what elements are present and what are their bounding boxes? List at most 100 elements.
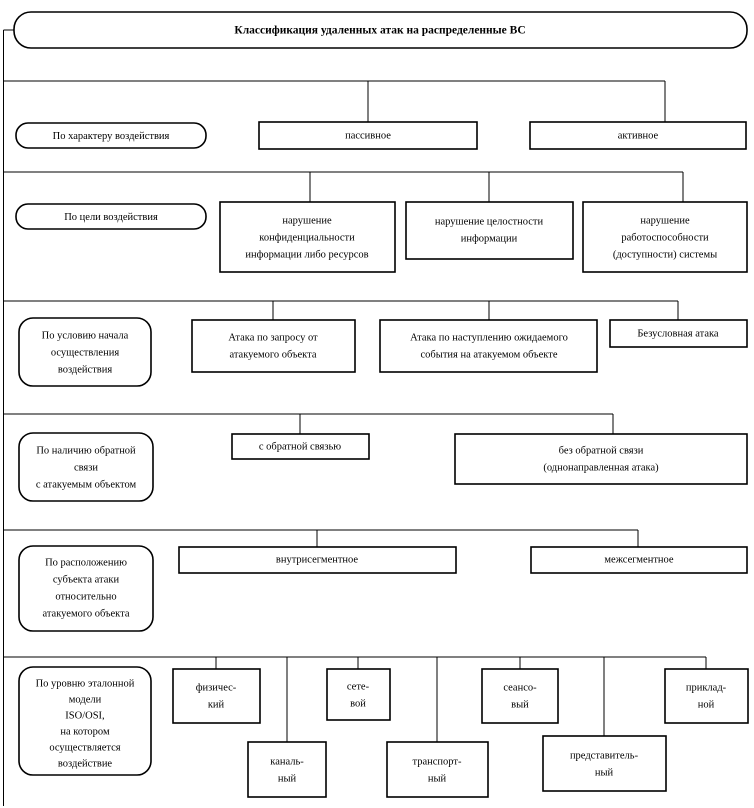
label-feedback: По наличию обратной связи с атакуемым об… [18, 432, 154, 502]
node-physical-layer: физичес- кий [172, 668, 261, 724]
label-osi-level-line-6: воздействие [58, 758, 113, 769]
node-physical-layer-box [172, 668, 261, 724]
section-character: По характеру воздействия пассивное актив… [3, 80, 747, 150]
node-integrity-line-1: нарушение целостности [435, 216, 544, 227]
node-without-feedback-box [454, 433, 748, 485]
title-box [13, 11, 748, 49]
node-confidentiality: нарушение конфиденциальности информации … [219, 201, 396, 273]
node-availability-line-2: работоспособности [621, 232, 709, 243]
label-character: По характеру воздействия [15, 122, 207, 149]
node-intersegment: межсегментное [530, 546, 748, 574]
node-presentation-layer-line-1: представитель- [570, 750, 639, 761]
node-datalink-layer: каналь- ный [247, 741, 327, 798]
node-confidentiality-line-1: нарушение [282, 215, 332, 226]
node-application-layer-box [664, 668, 749, 724]
node-confidentiality-box [219, 201, 396, 273]
label-feedback-line-3: с атакуемым объектом [36, 479, 137, 490]
label-osi-level-line-5: осуществляется [49, 742, 120, 753]
label-start-condition-line-2: осуществления [51, 347, 119, 358]
node-intersegment-box [530, 546, 748, 574]
label-osi-level-line-1: По уровню эталонной [36, 678, 135, 689]
node-network-layer-box [326, 668, 391, 721]
node-unconditional-attack-box [609, 319, 748, 348]
label-feedback-line-2: связи [74, 462, 98, 473]
node-network-layer-line-2: вой [350, 698, 366, 709]
node-session-layer-line-2: вый [511, 699, 529, 710]
node-application-layer-line-2: ной [698, 699, 715, 710]
label-start-condition-box [18, 317, 152, 387]
node-session-layer-box [481, 668, 559, 724]
label-osi-level-line-4: на котором [60, 726, 110, 737]
label-goal-text: По цели воздействия [64, 212, 158, 223]
node-network-layer-line-1: сете- [347, 681, 370, 692]
node-intrasegment-text: внутрисегментное [276, 554, 359, 565]
label-start-condition: По условию начала осуществления воздейст… [18, 317, 152, 387]
label-subject-location-line-2: субъекта атаки [53, 574, 120, 585]
node-intrasegment-box [178, 546, 457, 574]
node-transport-layer-box [386, 741, 489, 798]
label-osi-level-line-2: модели [69, 694, 102, 705]
node-attack-on-event-box [379, 319, 598, 373]
node-presentation-layer-line-2: ный [595, 767, 614, 778]
node-physical-layer-line-1: физичес- [196, 682, 237, 693]
node-unconditional-attack: Безусловная атака [609, 319, 748, 348]
label-subject-location-box [18, 545, 154, 632]
section-subject-location: По расположению субъекта атаки относител… [3, 529, 748, 632]
label-start-condition-line-1: По условию начала [42, 330, 129, 341]
label-subject-location-line-4: атакуемого объекта [42, 608, 129, 619]
node-session-layer: сеансо- вый [481, 668, 559, 724]
node-attack-on-request-line-2: атакуемого объекта [229, 349, 316, 360]
title-text: Классификация удаленных атак на распреде… [234, 25, 525, 37]
node-active-box [529, 121, 747, 150]
node-passive-text: пассивное [345, 130, 391, 141]
node-confidentiality-line-3: информации либо ресурсов [245, 249, 368, 260]
node-integrity: нарушение целостности информации [405, 201, 574, 260]
label-subject-location-line-1: По расположению [45, 557, 127, 568]
node-active: активное [529, 121, 747, 150]
node-datalink-layer-line-1: каналь- [270, 756, 304, 767]
node-application-layer-line-1: приклад- [686, 682, 727, 693]
node-attack-on-event-line-2: события на атакуемом объекте [421, 349, 558, 360]
label-subject-location-line-3: относительно [55, 591, 116, 602]
node-presentation-layer-box [542, 735, 667, 792]
node-confidentiality-line-2: конфиденциальности [259, 232, 355, 243]
label-character-box [15, 122, 207, 149]
node-availability-line-1: нарушение [640, 215, 690, 226]
node-with-feedback-box [231, 433, 370, 460]
label-subject-location: По расположению субъекта атаки относител… [18, 545, 154, 632]
label-goal: По цели воздействия [15, 203, 207, 230]
title-node: Классификация удаленных атак на распреде… [3, 11, 748, 49]
node-availability: нарушение работоспособности (доступности… [582, 201, 748, 273]
label-osi-level-line-3: ISO/OSI, [65, 710, 104, 721]
node-active-text: активное [618, 130, 659, 141]
node-passive: пассивное [258, 121, 478, 150]
node-session-layer-line-1: сеансо- [503, 682, 537, 693]
node-integrity-line-2: информации [461, 233, 518, 244]
node-transport-layer-line-2: ный [428, 773, 447, 784]
section-feedback: По наличию обратной связи с атакуемым об… [3, 413, 748, 502]
label-feedback-line-1: По наличию обратной [36, 445, 136, 456]
node-attack-on-request-box [191, 319, 356, 373]
node-datalink-layer-box [247, 741, 327, 798]
node-attack-on-event: Атака по наступлению ожидаемого события … [379, 319, 598, 373]
label-osi-level-box [18, 666, 152, 776]
label-goal-box [15, 203, 207, 230]
node-without-feedback-line-1: без обратной связи [559, 445, 644, 456]
node-datalink-layer-line-2: ный [278, 773, 297, 784]
node-availability-box [582, 201, 748, 273]
label-character-text: По характеру воздействия [53, 131, 170, 142]
node-attack-on-request-line-1: Атака по запросу от [228, 332, 318, 343]
label-osi-level: По уровню эталонной модели ISO/OSI, на к… [18, 666, 152, 776]
label-start-condition-line-3: воздействия [58, 364, 113, 375]
node-application-layer: приклад- ной [664, 668, 749, 724]
node-availability-line-3: (доступности) системы [613, 249, 717, 260]
node-with-feedback-text: с обратной связью [259, 441, 341, 452]
node-network-layer: сете- вой [326, 668, 391, 721]
section-osi-level: По уровню эталонной модели ISO/OSI, на к… [3, 656, 749, 798]
section-goal: По цели воздействия нарушение конфиденци… [3, 171, 748, 273]
section-start-condition: По условию начала осуществления воздейст… [3, 300, 748, 387]
node-presentation-layer: представитель- ный [542, 735, 667, 792]
node-with-feedback: с обратной связью [231, 433, 370, 460]
node-intersegment-text: межсегментное [604, 554, 673, 565]
